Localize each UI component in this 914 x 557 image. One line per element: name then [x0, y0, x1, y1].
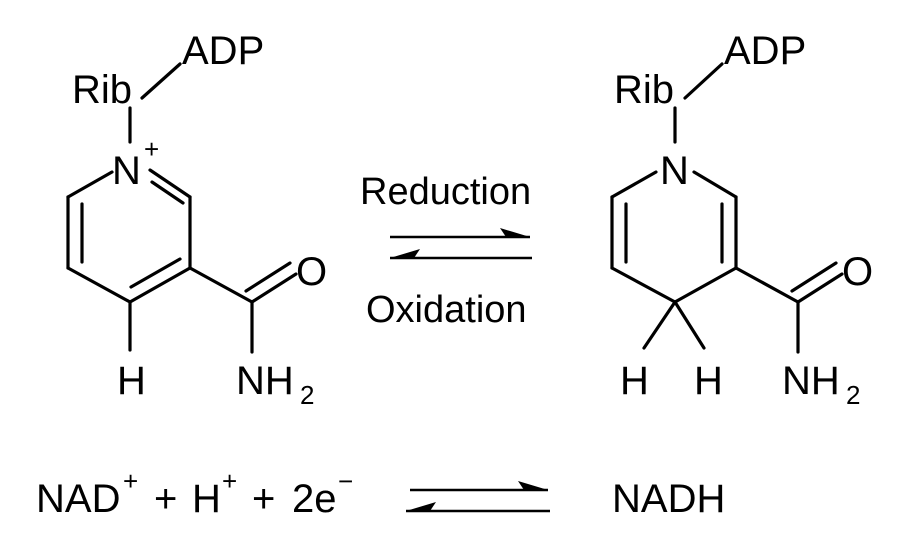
- bond-c4-c5: [66, 266, 132, 304]
- equation-reverse-head: [406, 502, 436, 511]
- nadh-n-label: N: [660, 149, 689, 193]
- bond-carbonyl-o: [796, 272, 844, 304]
- nadh-h-left-label: H: [620, 359, 649, 403]
- reduction-label: Reduction: [360, 171, 531, 213]
- nadh-structure: Rib ADP N O H H NH 2: [610, 29, 873, 410]
- nad-n-label: N: [112, 149, 141, 193]
- bond-rib-adp: [683, 62, 724, 100]
- equation-nadh: NADH: [612, 477, 725, 521]
- equation-h-charge: +: [222, 466, 237, 496]
- nadh-nh-subscript: 2: [846, 380, 860, 410]
- bond-carbonyl-o-double: [244, 261, 292, 293]
- bond-rib-adp: [140, 62, 182, 100]
- nadh-rib-label: Rib: [614, 68, 674, 112]
- oxidation-label: Oxidation: [366, 289, 527, 331]
- reverse-arrow-head: [390, 249, 420, 258]
- nad-nh-label: NH: [236, 359, 294, 403]
- bond-carbonyl-o-double: [790, 261, 838, 293]
- nadh-bonds: [610, 62, 844, 354]
- forward-arrow-head: [500, 228, 530, 237]
- bond-c3-c4-double: [129, 257, 182, 289]
- bond-n-c2-double: [150, 180, 185, 205]
- equation-equilibrium-arrows: [406, 481, 550, 513]
- equation-plus-1: +: [154, 477, 177, 521]
- equation-electron-charge: −: [338, 466, 353, 496]
- bond-n-c2: [692, 170, 738, 199]
- equation-electrons: 2e: [292, 477, 337, 521]
- nad-rib-label: Rib: [72, 68, 132, 112]
- bond-c6-n: [610, 170, 658, 199]
- bond-c4-c5: [610, 266, 677, 304]
- nad-plus-structure: Rib ADP N + O H NH 2: [66, 29, 327, 410]
- nadh-h-right-label: H: [694, 359, 723, 403]
- bond-carbonyl-o: [250, 272, 298, 304]
- bond-n-c2: [148, 168, 192, 199]
- equilibrium-arrows: [390, 228, 532, 260]
- nad-nh-subscript: 2: [300, 380, 314, 410]
- equation-nad-charge: +: [123, 466, 138, 496]
- redox-equation: NAD + + H + + 2e − NADH: [36, 466, 725, 521]
- nad-adp-label: ADP: [182, 29, 264, 73]
- reaction-arrows: Reduction Oxidation: [360, 171, 532, 331]
- equation-forward-head: [518, 481, 548, 490]
- equation-nad: NAD: [36, 477, 120, 521]
- nad-bonds: [66, 62, 298, 354]
- bond-c3-carbonyl: [734, 266, 800, 304]
- bond-c3-c4: [128, 266, 192, 304]
- nadh-o-label: O: [842, 250, 873, 294]
- bond-c3-c4: [673, 266, 738, 304]
- equation-h: H: [192, 477, 221, 521]
- nadh-adp-label: ADP: [724, 29, 806, 73]
- nad-o-label: O: [296, 250, 327, 294]
- nadh-nh-label: NH: [782, 359, 840, 403]
- nad-h-label: H: [117, 359, 146, 403]
- bond-c3-carbonyl: [188, 266, 254, 304]
- bond-c4-h-right: [673, 300, 706, 350]
- bond-c6-n: [66, 170, 114, 199]
- equation-plus-2: +: [252, 477, 275, 521]
- bond-c4-h-left: [642, 300, 677, 350]
- nad-n-charge: +: [144, 134, 159, 164]
